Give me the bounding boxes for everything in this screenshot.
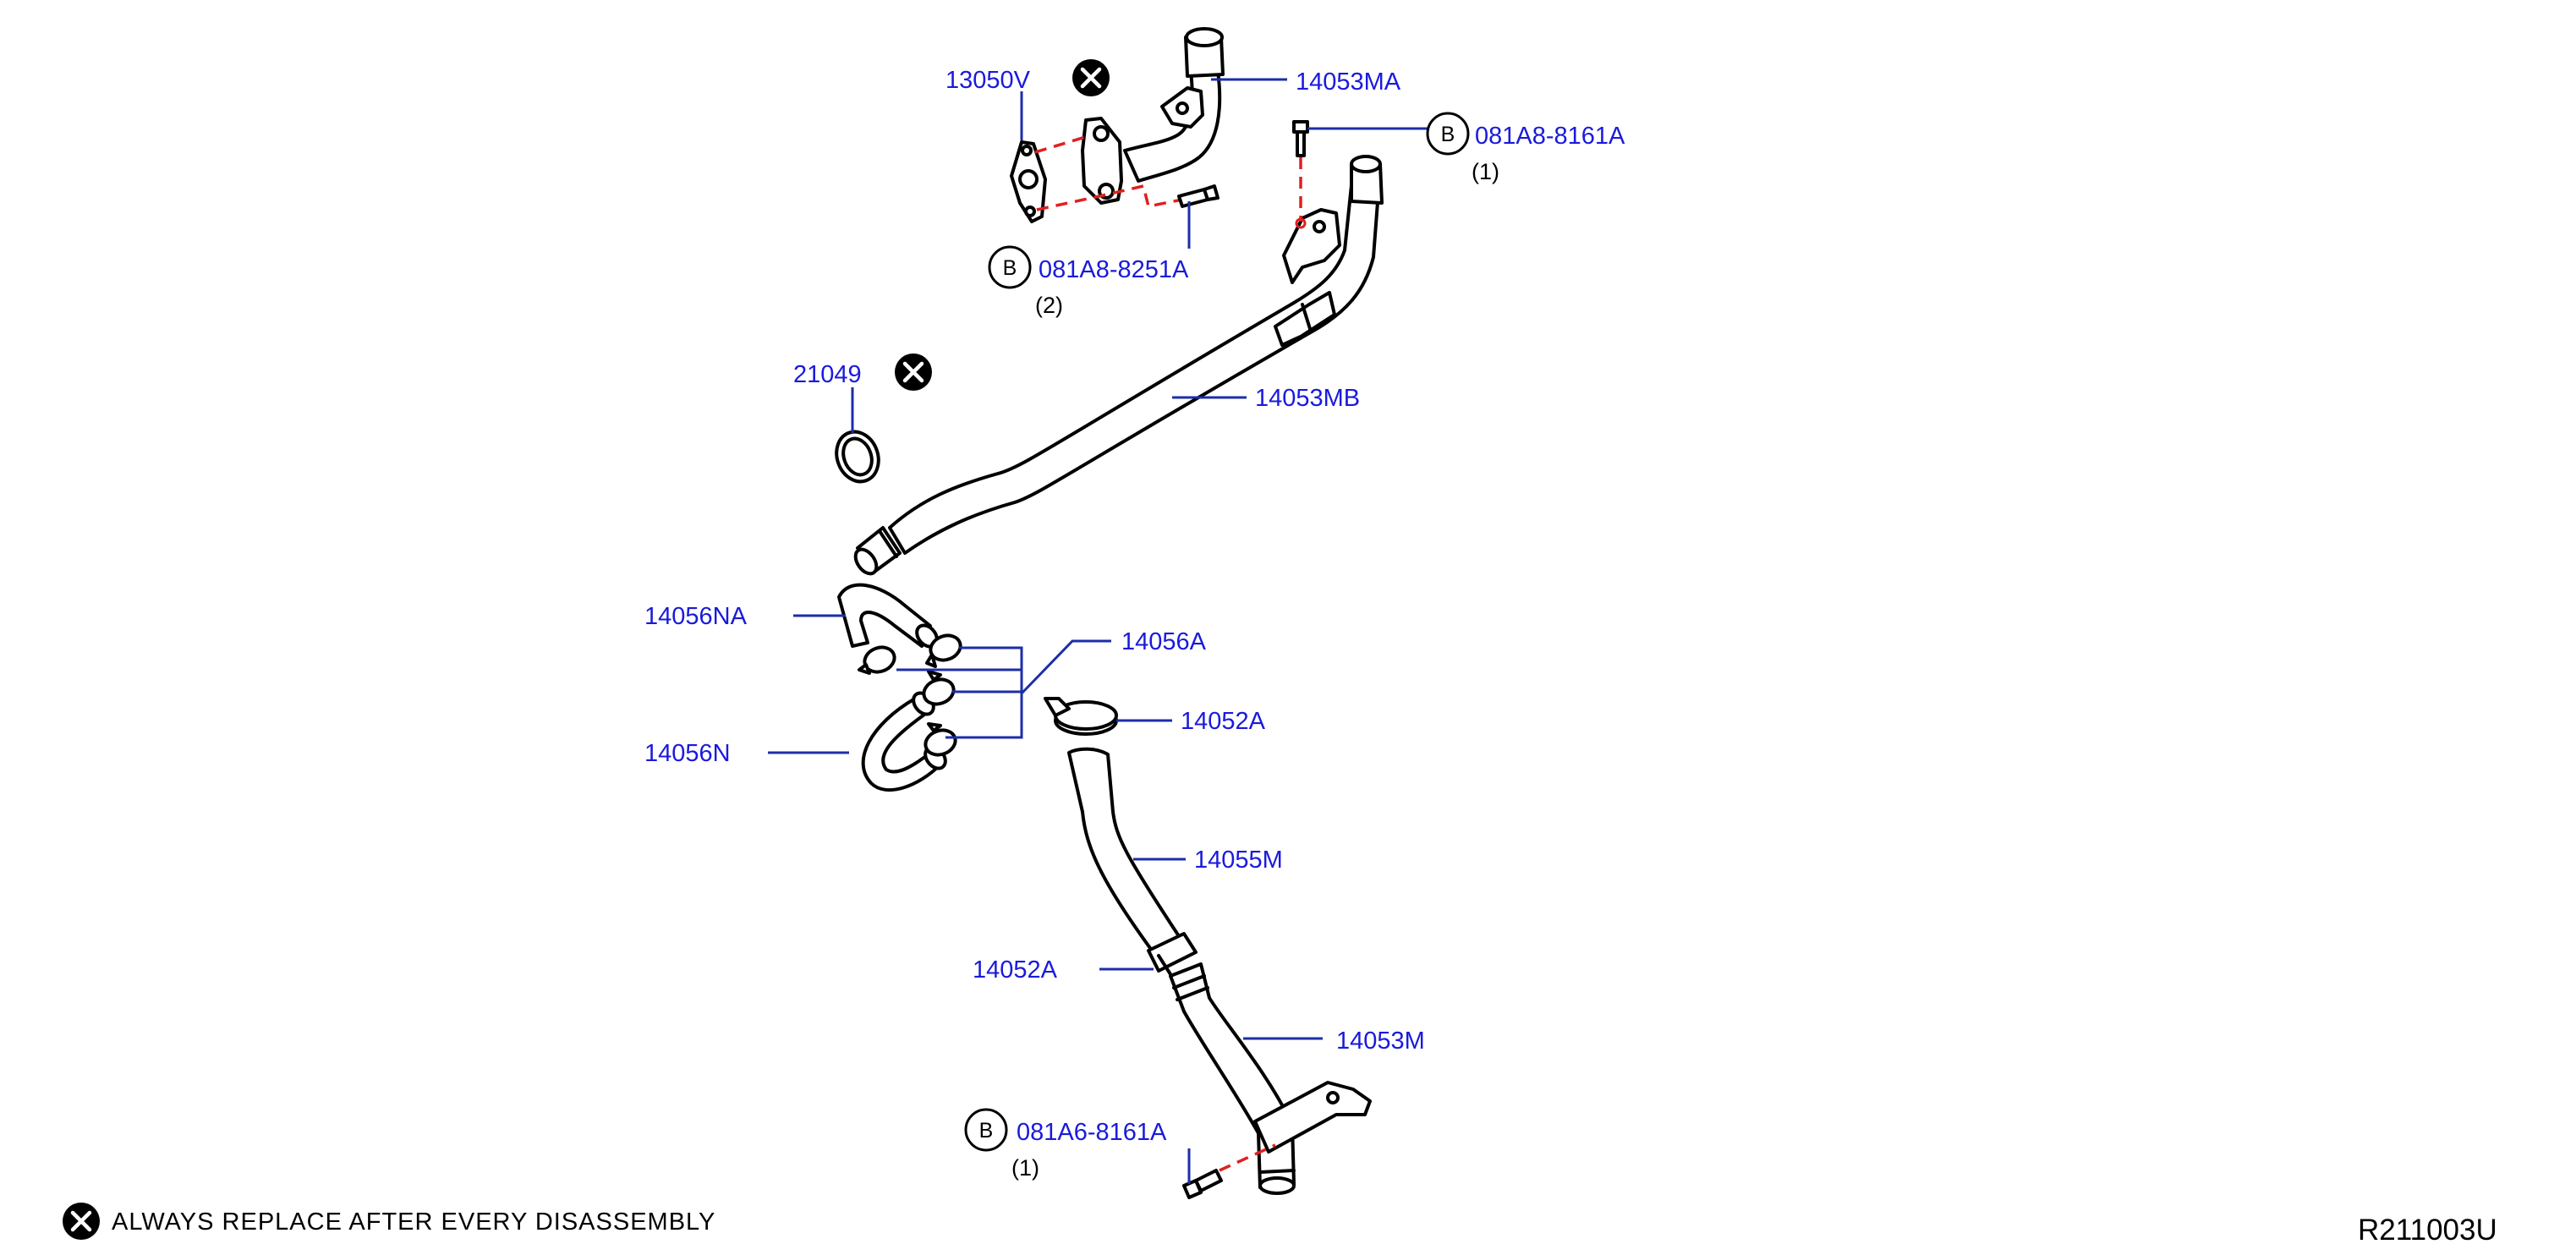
outlet-pipe-14053MA — [1010, 27, 1225, 223]
pipe-14053M-opening — [1258, 1176, 1296, 1195]
diagram-id: R211003U — [2358, 1214, 2497, 1247]
label-14056N[interactable]: 14056N — [644, 740, 731, 767]
label-14052A-top[interactable]: 14052A — [1181, 708, 1266, 735]
x-circle-icon — [63, 1203, 100, 1240]
label-081A6-8161A[interactable]: 081A6-8161A — [1017, 1119, 1167, 1146]
label-081A8-8251A[interactable]: 081A8-8251A — [1039, 256, 1189, 283]
align-line-lower — [1036, 184, 1183, 211]
svg-text:B: B — [979, 1119, 994, 1143]
pipe-14053MB-body — [888, 167, 1382, 555]
o-ring-21049-inner — [841, 436, 874, 477]
circle-b-icon: B — [988, 245, 1032, 289]
water-pipe-14053MB — [853, 120, 1384, 576]
legend: ALWAYS REPLACE AFTER EVERY DISASSEMBLY — [63, 1203, 715, 1240]
svg-text:B: B — [1003, 256, 1017, 280]
pipe-14053M-bracket — [1253, 1081, 1372, 1154]
bolt-align-line-bottom — [1219, 1143, 1276, 1172]
bracket-hole — [1326, 1091, 1340, 1104]
x-circle-icon — [895, 353, 932, 391]
hose-14056NA — [837, 583, 939, 649]
bolt-081A8-8251A — [1177, 184, 1219, 208]
pipe-14053MB-clip — [1274, 291, 1336, 347]
hose-14056N — [861, 691, 947, 792]
bolt-081A8-8161A — [1292, 120, 1309, 157]
outlet-pipe-body — [1123, 69, 1222, 183]
hose-14055M — [1067, 747, 1182, 959]
flange-hole-top — [1093, 125, 1110, 142]
svg-text:B: B — [1441, 123, 1455, 146]
legend-replace-note: ALWAYS REPLACE AFTER EVERY DISASSEMBLY — [112, 1208, 715, 1236]
align-line-upper — [1034, 134, 1092, 154]
clamp-14056A-1 — [925, 633, 962, 668]
bracket-hole — [1176, 101, 1189, 115]
qty-081A6-8161A: (1) — [1011, 1155, 1039, 1181]
label-13050V[interactable]: 13050V — [945, 67, 1031, 94]
leader-14056A-main — [1020, 639, 1111, 695]
x-circle-icon — [1072, 59, 1110, 96]
label-14053MB[interactable]: 14053MB — [1255, 385, 1360, 412]
bolt-081A6-8161A — [1182, 1169, 1223, 1199]
circle-b-icon: B — [964, 1108, 1008, 1152]
bracket-hole — [1313, 220, 1326, 233]
label-14056A[interactable]: 14056A — [1121, 628, 1207, 655]
circle-b-icon: B — [1426, 112, 1470, 156]
label-14053MA[interactable]: 14053MA — [1296, 69, 1401, 96]
label-14055M[interactable]: 14055M — [1194, 847, 1283, 874]
pipe-14053MB-opening — [853, 547, 879, 576]
qty-081A8-8251A: (2) — [1035, 293, 1063, 318]
clamp-14056A-2 — [858, 645, 896, 675]
water-pipe-14053M — [1169, 962, 1372, 1199]
clamp-14056A-3 — [922, 670, 956, 706]
gasket-hole-bottom — [1024, 206, 1036, 217]
clamp-14052A-top — [1044, 697, 1118, 736]
qty-081A8-8161A: (1) — [1472, 159, 1499, 184]
label-14056NA[interactable]: 14056NA — [644, 603, 748, 630]
bolt-target — [1295, 217, 1307, 229]
outlet-pipe-opening — [1185, 27, 1224, 47]
label-081A8-8161A[interactable]: 081A8-8161A — [1475, 123, 1625, 150]
label-14053M[interactable]: 14053M — [1336, 1028, 1425, 1055]
leader-lines — [768, 78, 1428, 1184]
clamp-14052A-bottom — [1147, 932, 1198, 976]
pipe-flange — [1081, 117, 1123, 205]
pipe-14053MB-ring — [878, 529, 898, 558]
gasket-hole-top — [1021, 145, 1033, 156]
label-14052A-bottom[interactable]: 14052A — [973, 956, 1058, 984]
label-21049[interactable]: 21049 — [793, 361, 862, 388]
clip-divider — [1301, 303, 1313, 333]
pipe-14053MB-top-opening — [1350, 155, 1382, 173]
gasket-port — [1018, 169, 1039, 189]
